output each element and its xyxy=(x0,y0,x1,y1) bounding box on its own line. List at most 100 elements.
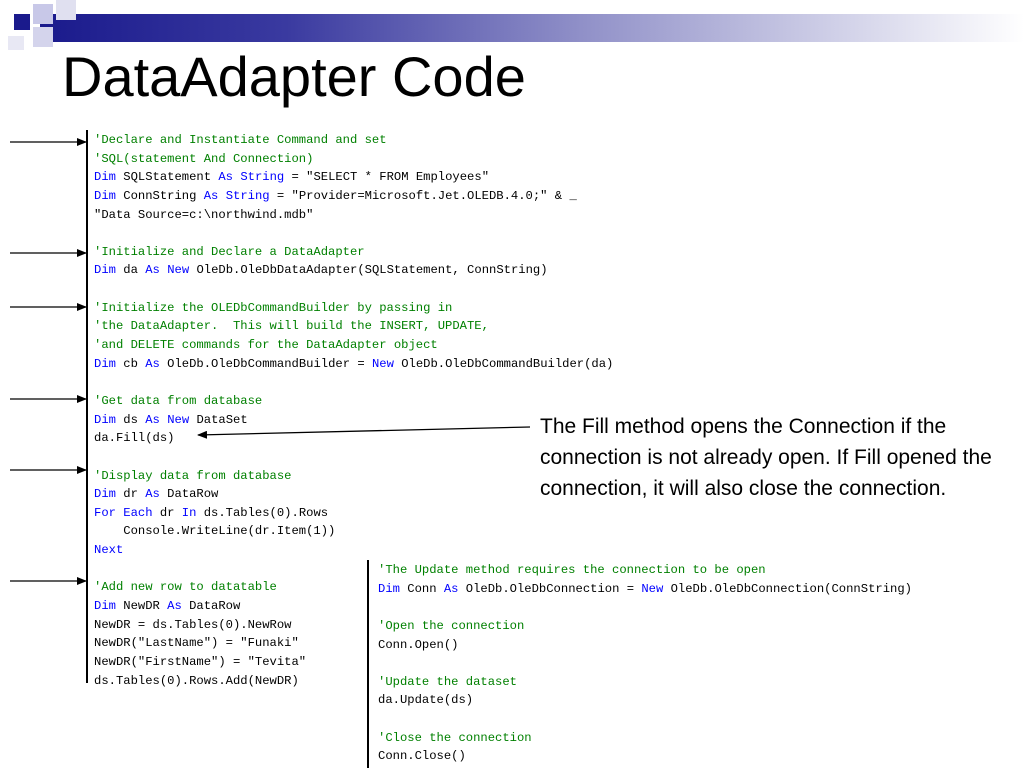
code-token: OleDb.OleDbCommandBuilder = xyxy=(159,356,372,371)
code-token: NewDR("FirstName") = "Tevita" xyxy=(94,654,307,669)
code-block-right: 'The Update method requires the connecti… xyxy=(378,561,912,766)
code-line: Next xyxy=(94,541,613,560)
code-token: ds.Tables(0).Rows xyxy=(196,505,329,520)
code-token: SQLStatement xyxy=(115,170,219,185)
code-line: 'Initialize the OLEDbCommandBuilder by p… xyxy=(94,299,613,318)
code-token: String xyxy=(225,188,270,203)
code-token: NewDR = ds.Tables(0).NewRow xyxy=(94,617,292,632)
arrow-fill-callout xyxy=(197,426,531,439)
code-token: da xyxy=(115,263,146,278)
code-token: New xyxy=(641,581,664,596)
code-token: OleDb.OleDbConnection(ConnString) xyxy=(663,581,912,596)
code-token: 'Display data from database xyxy=(94,468,292,483)
code-token: da.Update(ds) xyxy=(378,693,474,708)
code-token: Console.WriteLine(dr.Item(1)) xyxy=(94,524,336,539)
code-token: String xyxy=(240,170,285,185)
code-token: Dim xyxy=(94,412,116,427)
code-token: DataRow xyxy=(159,487,219,502)
code-line: Dim dr As DataRow xyxy=(94,485,613,504)
code-token: Conn.Open() xyxy=(378,637,459,652)
code-line: da.Update(ds) xyxy=(378,691,912,710)
code-token: "Data Source=c:\northwind.mdb" xyxy=(94,207,314,222)
logo-square-light xyxy=(56,0,76,20)
title-accent-bar xyxy=(40,14,1024,42)
code-token: Dim xyxy=(94,356,116,371)
code-line: NewDR = ds.Tables(0).NewRow xyxy=(94,616,613,635)
slide-title: DataAdapter Code xyxy=(62,45,526,108)
code-token: 'SQL(statement And Connection) xyxy=(94,151,314,166)
code-token: Next xyxy=(94,543,124,558)
code-token: 'Update the dataset xyxy=(378,674,517,689)
code-token: Conn xyxy=(399,581,444,596)
code-token: dr xyxy=(152,505,182,520)
code-line: NewDR("FirstName") = "Tevita" xyxy=(94,653,613,672)
code-line: Conn.Close() xyxy=(378,747,912,766)
code-line: 'Update the dataset xyxy=(378,673,912,692)
code-token: da.Fill(ds) xyxy=(94,431,175,446)
fill-method-note: The Fill method opens the Connection if … xyxy=(540,415,992,500)
code-token: New xyxy=(167,412,190,427)
code-token: 'the DataAdapter. This will build the IN… xyxy=(94,319,489,334)
code-token: = "Provider=Microsoft.Jet.OLEDB.4.0;" & … xyxy=(269,188,577,203)
code-token: 'Initialize the OLEDbCommandBuilder by p… xyxy=(94,300,453,315)
code-token: DataSet xyxy=(189,412,248,427)
logo-square-dark xyxy=(14,14,30,30)
code-token: Dim xyxy=(94,599,116,614)
code-token: Dim xyxy=(94,263,116,278)
code-token: 'Declare and Instantiate Command and set xyxy=(94,133,387,147)
code-line: Dim ConnString As String = "Provider=Mic… xyxy=(94,187,613,206)
code-token: 'Initialize and Declare a DataAdapter xyxy=(94,244,365,259)
code-token: 'The Update method requires the connecti… xyxy=(378,563,766,577)
code-line: Dim SQLStatement As String = "SELECT * F… xyxy=(94,168,613,187)
code-token: ds.Tables(0).Rows.Add(NewDR) xyxy=(94,673,299,688)
code-line: ds.Tables(0).Rows.Add(NewDR) xyxy=(94,672,613,691)
logo-square-light xyxy=(8,36,24,50)
code-token: OleDb.OleDbDataAdapter(SQLStatement, Con… xyxy=(189,263,548,278)
code-token: 'Add new row to datatable xyxy=(94,580,277,595)
code-token: = "SELECT * FROM Employees" xyxy=(284,170,490,185)
left-code-rule xyxy=(86,130,88,683)
code-line: Dim ds As New DataSet xyxy=(94,411,613,430)
code-token: As xyxy=(218,170,233,185)
code-line: 'Initialize and Declare a DataAdapter xyxy=(94,243,613,262)
logo-square-light xyxy=(33,27,53,47)
code-token: As xyxy=(167,599,182,614)
code-line: 'Display data from database xyxy=(94,467,613,486)
code-token: As xyxy=(145,356,160,371)
code-token: NewDR xyxy=(115,599,168,614)
code-line: NewDR("LastName") = "Funaki" xyxy=(94,634,613,653)
code-line: 'The Update method requires the connecti… xyxy=(378,561,912,580)
code-token: As xyxy=(145,263,160,278)
code-token: dr xyxy=(115,487,146,502)
code-token: OleDb.OleDbCommandBuilder(da) xyxy=(393,356,614,371)
code-line: 'Declare and Instantiate Command and set xyxy=(94,131,613,150)
code-token: As xyxy=(203,188,219,203)
code-token: 'Get data from database xyxy=(94,393,263,408)
code-token: ds xyxy=(115,412,146,427)
code-token: Dim xyxy=(94,188,116,203)
right-code-rule xyxy=(367,560,369,768)
code-token: OleDb.OleDbConnection = xyxy=(458,581,642,596)
code-token: Dim xyxy=(378,581,400,596)
code-line: Console.WriteLine(dr.Item(1)) xyxy=(94,522,613,541)
code-token: Dim xyxy=(94,487,116,502)
code-line: 'and DELETE commands for the DataAdapter… xyxy=(94,336,613,355)
code-token: DataRow xyxy=(181,599,241,614)
code-block-left: 'Declare and Instantiate Command and set… xyxy=(94,131,613,690)
code-line: 'SQL(statement And Connection) xyxy=(94,150,613,169)
code-token: New xyxy=(371,356,394,371)
code-line: 'Close the connection xyxy=(378,729,912,748)
code-token: New xyxy=(167,263,190,278)
code-token: As xyxy=(145,487,160,502)
code-line: 'Add new row to datatable xyxy=(94,578,613,597)
code-token: For Each xyxy=(94,505,153,520)
code-token: Dim xyxy=(94,170,116,185)
code-token: As xyxy=(443,581,459,596)
code-line: 'the DataAdapter. This will build the IN… xyxy=(94,317,613,336)
code-token: NewDR("LastName") = "Funaki" xyxy=(94,636,299,651)
code-token: As xyxy=(145,412,160,427)
code-line: da.Fill(ds) xyxy=(94,429,613,448)
code-token: 'and DELETE commands for the DataAdapter… xyxy=(94,338,438,353)
code-token: Conn.Close() xyxy=(378,749,466,764)
